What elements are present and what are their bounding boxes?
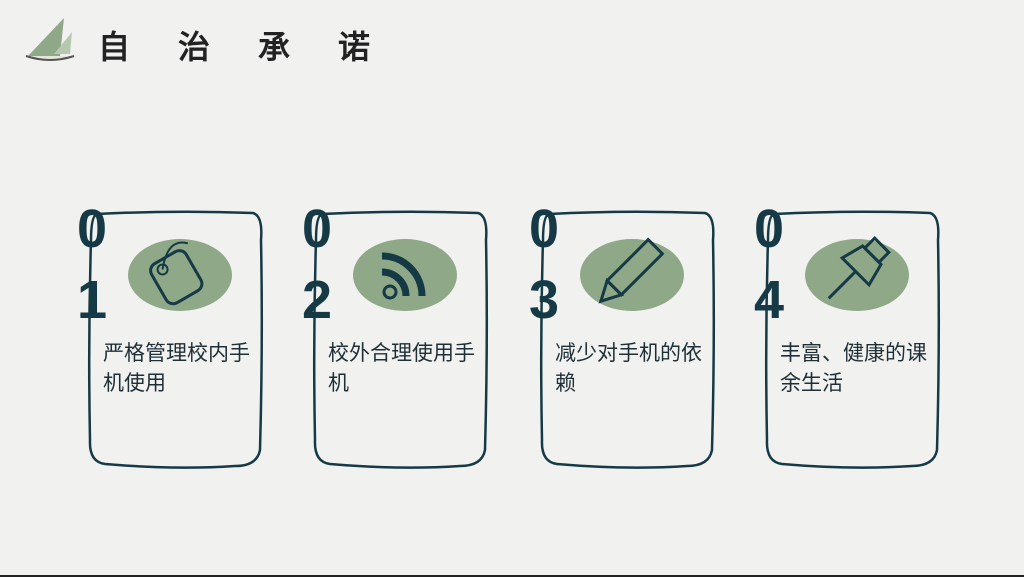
card-text: 校外合理使用手机 bbox=[328, 341, 475, 395]
card-number-digit: 3 bbox=[529, 270, 560, 330]
card-number-digit: 4 bbox=[754, 270, 785, 330]
card-number-digit: 0 bbox=[77, 199, 108, 259]
card-number-digit: 1 bbox=[77, 270, 108, 330]
pin-icon bbox=[805, 236, 909, 311]
card-text: 严格管理校内手机使用 bbox=[103, 341, 250, 395]
title-char: 诺 bbox=[338, 28, 371, 66]
card-frame bbox=[539, 210, 716, 469]
title-char: 治 bbox=[178, 28, 211, 66]
commitment-card: 0 2 校外合理使用手机 bbox=[302, 202, 489, 469]
commitment-card: 0 1 严格管理校内手机使用 bbox=[77, 202, 264, 469]
commitment-card: 0 3 减少对手机的依赖 bbox=[529, 202, 716, 469]
card-frame bbox=[87, 210, 264, 469]
card-number-digit: 0 bbox=[302, 199, 333, 259]
title-char: 自 bbox=[98, 28, 131, 66]
rss-icon bbox=[353, 239, 457, 311]
card-frame bbox=[312, 210, 489, 469]
card-number-digit: 2 bbox=[302, 270, 333, 330]
bottom-border bbox=[0, 575, 1024, 577]
tag-icon bbox=[128, 239, 232, 311]
title-char: 承 bbox=[258, 28, 291, 66]
sailboat-logo-icon bbox=[24, 14, 76, 68]
card-text: 丰富、健康的课余生活 bbox=[780, 341, 927, 395]
card-text: 减少对手机的依赖 bbox=[555, 341, 702, 395]
pencil-icon bbox=[580, 237, 684, 311]
card-number-digit: 0 bbox=[529, 199, 560, 259]
page-title: 自治承诺 bbox=[98, 22, 418, 68]
commitment-card: 0 4 丰富、健康的课余生活 bbox=[754, 202, 941, 469]
card-frame bbox=[764, 210, 941, 469]
card-number-digit: 0 bbox=[754, 199, 785, 259]
